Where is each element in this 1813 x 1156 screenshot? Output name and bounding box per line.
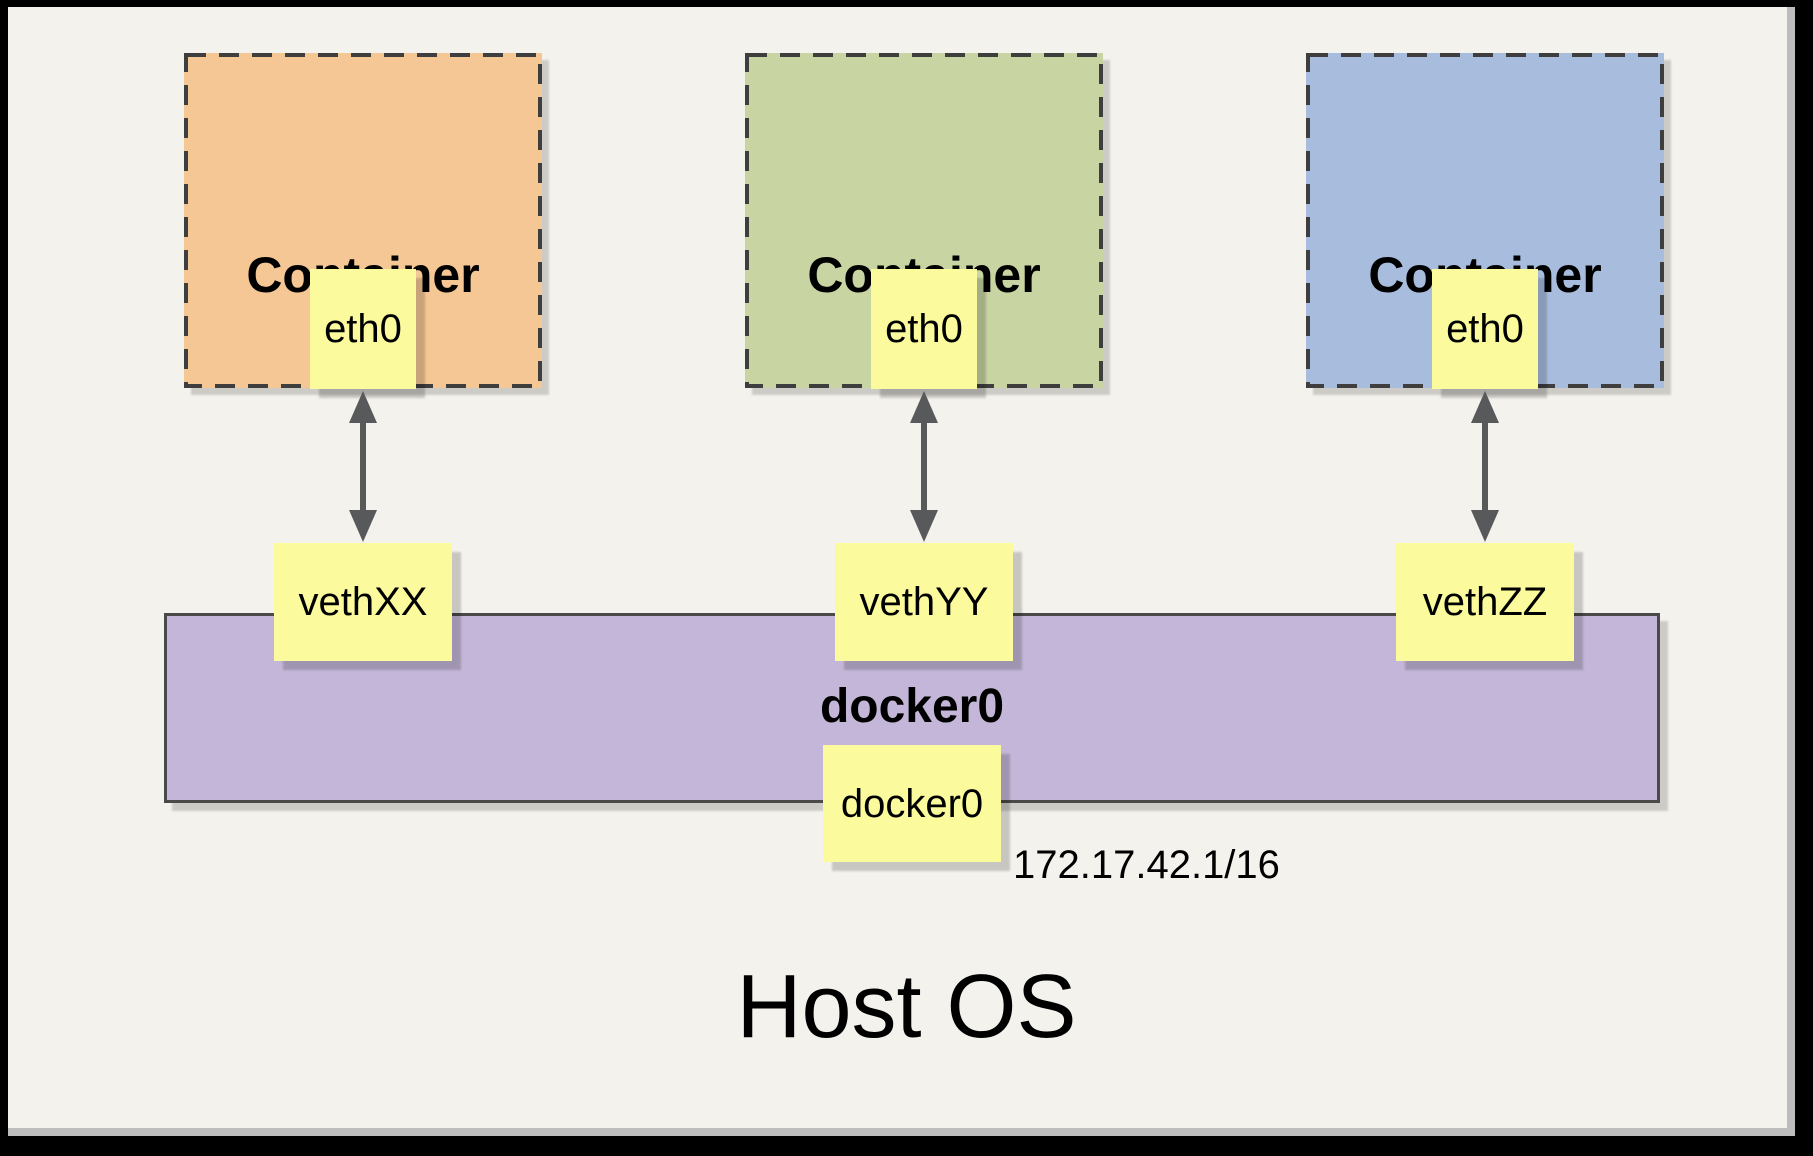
veth-interface-box: vethXX [274, 543, 452, 661]
docker0-bridge-label: docker0 [819, 680, 1005, 733]
eth0-interface-box: eth0 [1432, 269, 1538, 389]
veth-label: vethXX [298, 580, 428, 624]
docker0-interface-label: docker0 [840, 781, 984, 826]
host-os-label: Host OS [736, 957, 1077, 1057]
bidirectional-arrow-icon [1471, 391, 1499, 542]
bidirectional-arrow-icon [349, 391, 377, 542]
bidirectional-arrow-icon [910, 391, 938, 542]
veth-interface-box: vethZZ [1396, 543, 1574, 661]
docker0-interface-box: docker0 [823, 745, 1001, 862]
eth0-label: eth0 [324, 307, 402, 351]
eth0-label: eth0 [1446, 307, 1524, 351]
eth0-interface-box: eth0 [310, 269, 416, 389]
veth-interface-box: vethYY [835, 543, 1013, 661]
eth0-interface-box: eth0 [871, 269, 977, 389]
bridge-ip-address: 172.17.42.1/16 [1013, 843, 1280, 887]
veth-label: vethYY [859, 580, 989, 624]
eth0-label: eth0 [885, 307, 963, 351]
veth-label: vethZZ [1422, 580, 1548, 624]
